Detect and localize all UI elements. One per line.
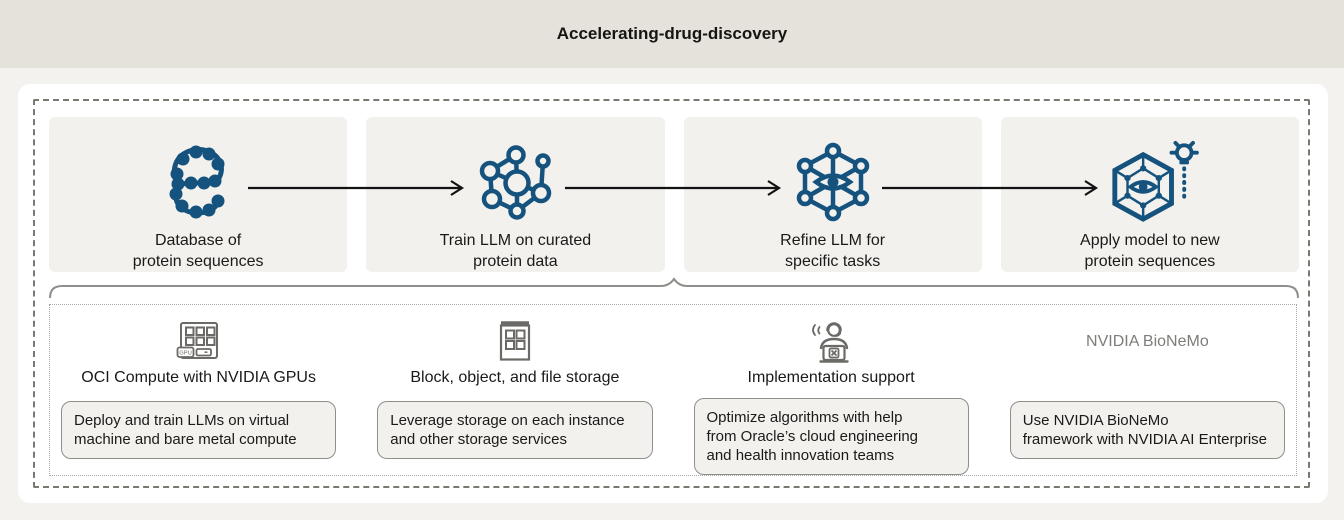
description-line: machine and bare metal compute [74,431,297,448]
network-eye-icon [791,117,875,228]
label-line: specific tasks [785,253,881,270]
support-agent-icon [806,318,856,366]
label-line: Database of [154,232,242,249]
dashed-frame: Database of protein sequences [33,99,1310,488]
resource-description-box: Leverage storage on each instance and ot… [377,401,653,459]
resource-description-box: Optimize algorithms with help from Oracl… [693,398,969,475]
label-line: Train LLM on curated [439,232,592,249]
resource-compute: GPU OCI Compute with NVIDIA GPUs Deploy … [50,318,347,475]
description-line: Optimize algorithms with help [706,409,903,426]
brace [49,277,1299,301]
gpu-icon: GPU [175,318,223,366]
label-line: protein sequences [132,253,264,270]
label-line: protein data [473,253,558,270]
label-line: Apply model to new [1080,232,1220,249]
molecule-network-icon [474,117,556,228]
description-line: Use NVIDIA BioNeMo [1022,412,1169,429]
resources-frame: GPU OCI Compute with NVIDIA GPUs Deploy … [49,304,1297,476]
label-line: protein sequences [1084,253,1216,270]
resources-row: GPU OCI Compute with NVIDIA GPUs Deploy … [50,305,1296,475]
flow-row: Database of protein sequences [49,117,1299,272]
resource-description-box: Use NVIDIA BioNeMo framework with NVIDIA… [1009,401,1285,459]
flow-step-label: Refine LLM for specific tasks [780,230,885,272]
resource-heading: NVIDIA BioNeMo [1086,333,1209,350]
resource-heading: Block, object, and file storage [410,369,620,386]
flow-step-label: Database of protein sequences [133,230,264,272]
diagram-panel: Database of protein sequences [18,84,1328,503]
description-line: Leverage storage on each instance [390,412,625,429]
page-title: Accelerating-drug-discovery [556,24,788,43]
label-line: Refine LLM for [780,232,886,249]
protein-chain-icon [157,117,239,228]
resource-bionemo: NVIDIA BioNeMo Use NVIDIA BioNeMo framew… [999,318,1296,475]
flow-step-label: Apply model to new protein sequences [1080,230,1220,272]
resource-support: Implementation support Optimize algorith… [683,318,980,475]
description-line: and other storage services [390,431,568,448]
description-line: from Oracle’s cloud engineering [706,428,919,445]
svg-text:GPU: GPU [179,351,192,357]
flow-card-train: Train LLM on curated protein data [366,117,665,272]
description-line: framework with NVIDIA AI Enterprise [1022,431,1267,448]
resource-heading: Implementation support [747,369,915,386]
flow-card-refine: Refine LLM for specific tasks [683,117,982,272]
header-strip: Accelerating-drug-discovery [0,0,1344,68]
flow-card-database: Database of protein sequences [49,117,348,272]
description-line: and health innovation teams [706,447,895,464]
flow-step-label: Train LLM on curated protein data [440,230,591,272]
description-line: Deploy and train LLMs on virtual [74,412,290,429]
network-insight-icon [1100,117,1200,228]
resource-description-box: Deploy and train LLMs on virtual machine… [61,401,337,459]
resource-heading: OCI Compute with NVIDIA GPUs [81,369,316,386]
flow-card-apply: Apply model to new protein sequences [1000,117,1299,272]
resource-storage: Block, object, and file storage Leverage… [366,318,663,475]
storage-icon [493,318,537,366]
